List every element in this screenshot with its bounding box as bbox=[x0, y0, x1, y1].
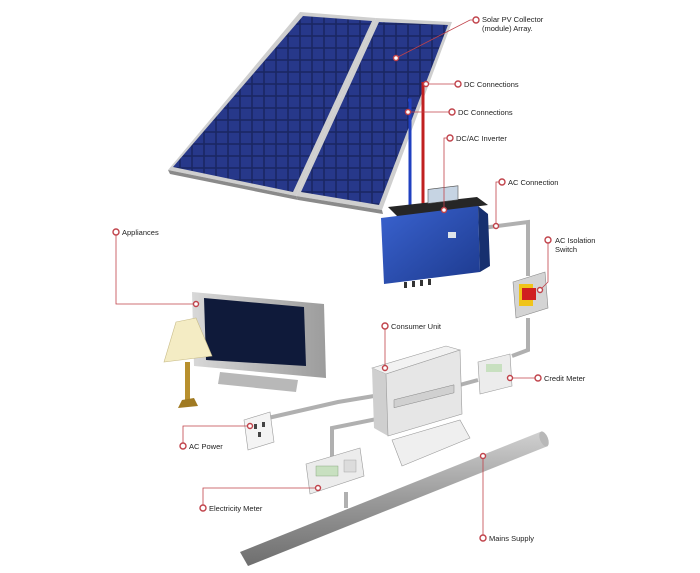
lamp bbox=[163, 317, 213, 408]
label-mains-supply: Mains Supply bbox=[489, 534, 535, 543]
callout-dot-solar-target bbox=[392, 54, 400, 62]
callout-line-electricity-meter bbox=[202, 487, 318, 508]
callout-dot-electricity-meter bbox=[199, 504, 207, 512]
label-consumer-unit: Consumer Unit bbox=[391, 322, 442, 331]
inverter-terminal bbox=[412, 281, 415, 287]
mains-pipe-body bbox=[240, 432, 548, 566]
tv-screen bbox=[204, 298, 306, 366]
ac-isolation-switch bbox=[512, 271, 549, 319]
inverter-terminal bbox=[428, 279, 431, 285]
cable-consumer-to-meter bbox=[330, 416, 383, 462]
consumer-unit-breakers bbox=[393, 384, 455, 409]
inverter-side bbox=[478, 206, 490, 272]
cable-isolator-to-meter bbox=[511, 318, 530, 358]
consumer-unit-door bbox=[391, 419, 471, 467]
label-inverter: DC/AC Inverter bbox=[456, 134, 507, 143]
inverter-body bbox=[381, 206, 480, 284]
callout-dot-credit-meter bbox=[534, 374, 542, 382]
callout-dot-consumer-unit-target bbox=[381, 364, 389, 372]
credit-meter-screen bbox=[486, 364, 502, 372]
inverter-top bbox=[388, 197, 488, 217]
socket-pin bbox=[258, 432, 261, 437]
callout-dot-appliances-target bbox=[192, 300, 200, 308]
socket-plate bbox=[243, 411, 275, 451]
dc-ac-inverter bbox=[381, 185, 490, 288]
isolator-red-handle bbox=[522, 288, 536, 300]
tv-stand bbox=[218, 372, 298, 392]
dc-cables bbox=[408, 82, 425, 205]
mains-pipe-end bbox=[539, 431, 549, 447]
credit-meter-device bbox=[477, 353, 513, 395]
label-ac-isolation-switch: AC Isolation Switch bbox=[555, 236, 596, 254]
callout-line-ac-connection bbox=[495, 181, 502, 226]
callout-dot-ac-power bbox=[179, 442, 187, 450]
solar-panel-array bbox=[168, 12, 452, 214]
callout-dot-ac-connection-target bbox=[492, 222, 500, 230]
dc-cable-negative bbox=[408, 98, 412, 205]
cable-consumer-to-socket bbox=[267, 394, 375, 420]
callout-line-ac-power bbox=[182, 425, 250, 446]
callout-dot-ac-power-target bbox=[246, 422, 254, 430]
ac-cables bbox=[267, 219, 530, 508]
callout-dot-dc-2-target bbox=[404, 108, 412, 116]
inverter-terminal bbox=[404, 282, 407, 288]
lamp-base bbox=[178, 398, 198, 408]
callout-dot-electricity-meter-target bbox=[314, 484, 322, 492]
electricity-meter-keypad bbox=[343, 459, 357, 473]
callout-dot-isolation bbox=[544, 236, 552, 244]
credit-meter-box bbox=[477, 353, 513, 395]
mains-supply-pipe bbox=[240, 431, 549, 566]
callout-dot-dc-1-target bbox=[422, 80, 430, 88]
inverter-logo bbox=[448, 232, 456, 238]
label-ac-connection: AC Connection bbox=[508, 178, 559, 187]
consumer-unit-device bbox=[371, 345, 471, 467]
lamp-shade bbox=[163, 317, 213, 363]
callout-dot-isolation-target bbox=[536, 286, 544, 294]
electricity-meter-screen bbox=[315, 465, 339, 477]
label-solar-pv-array: Solar PV Collector (module) Array. bbox=[482, 15, 544, 33]
callout-dots bbox=[112, 16, 552, 542]
socket-pin bbox=[254, 424, 257, 429]
lamp-stem bbox=[185, 362, 190, 400]
label-appliances: Appliances bbox=[122, 228, 159, 237]
callout-dot-inverter-target bbox=[440, 206, 448, 214]
label-electricity-meter: Electricity Meter bbox=[209, 504, 263, 513]
inverter-terminal bbox=[420, 280, 423, 286]
inverter-display bbox=[427, 185, 459, 204]
socket-pin bbox=[262, 422, 265, 427]
label-ac-power: AC Power bbox=[189, 442, 223, 451]
electricity-meter-device bbox=[305, 447, 365, 495]
callout-dot-dc-1 bbox=[454, 80, 462, 88]
solar-panel-right bbox=[301, 22, 448, 205]
callout-dot-appliances bbox=[112, 228, 120, 236]
label-dc-connections-2: DC Connections bbox=[458, 108, 513, 117]
callout-dot-ac-connection bbox=[498, 178, 506, 186]
callout-dot-consumer-unit bbox=[381, 322, 389, 330]
solar-panel-edge bbox=[168, 170, 298, 200]
callout-dot-mains bbox=[479, 534, 487, 542]
label-dc-connections-1: DC Connections bbox=[464, 80, 519, 89]
callout-line-appliances bbox=[115, 232, 196, 305]
label-credit-meter: Credit Meter bbox=[544, 374, 586, 383]
television bbox=[192, 292, 326, 392]
solar-panel-left bbox=[173, 16, 372, 192]
consumer-unit-side bbox=[372, 368, 388, 436]
solar-panel-edge bbox=[296, 196, 383, 214]
callout-dot-dc-2 bbox=[448, 108, 456, 116]
callout-dot-mains-target bbox=[479, 452, 487, 460]
callout-line-isolation bbox=[539, 240, 549, 291]
callout-dot-inverter bbox=[446, 134, 454, 142]
ac-power-socket bbox=[243, 411, 275, 451]
callout-dot-credit-meter-target bbox=[506, 374, 514, 382]
callout-dot-solar bbox=[472, 16, 480, 24]
